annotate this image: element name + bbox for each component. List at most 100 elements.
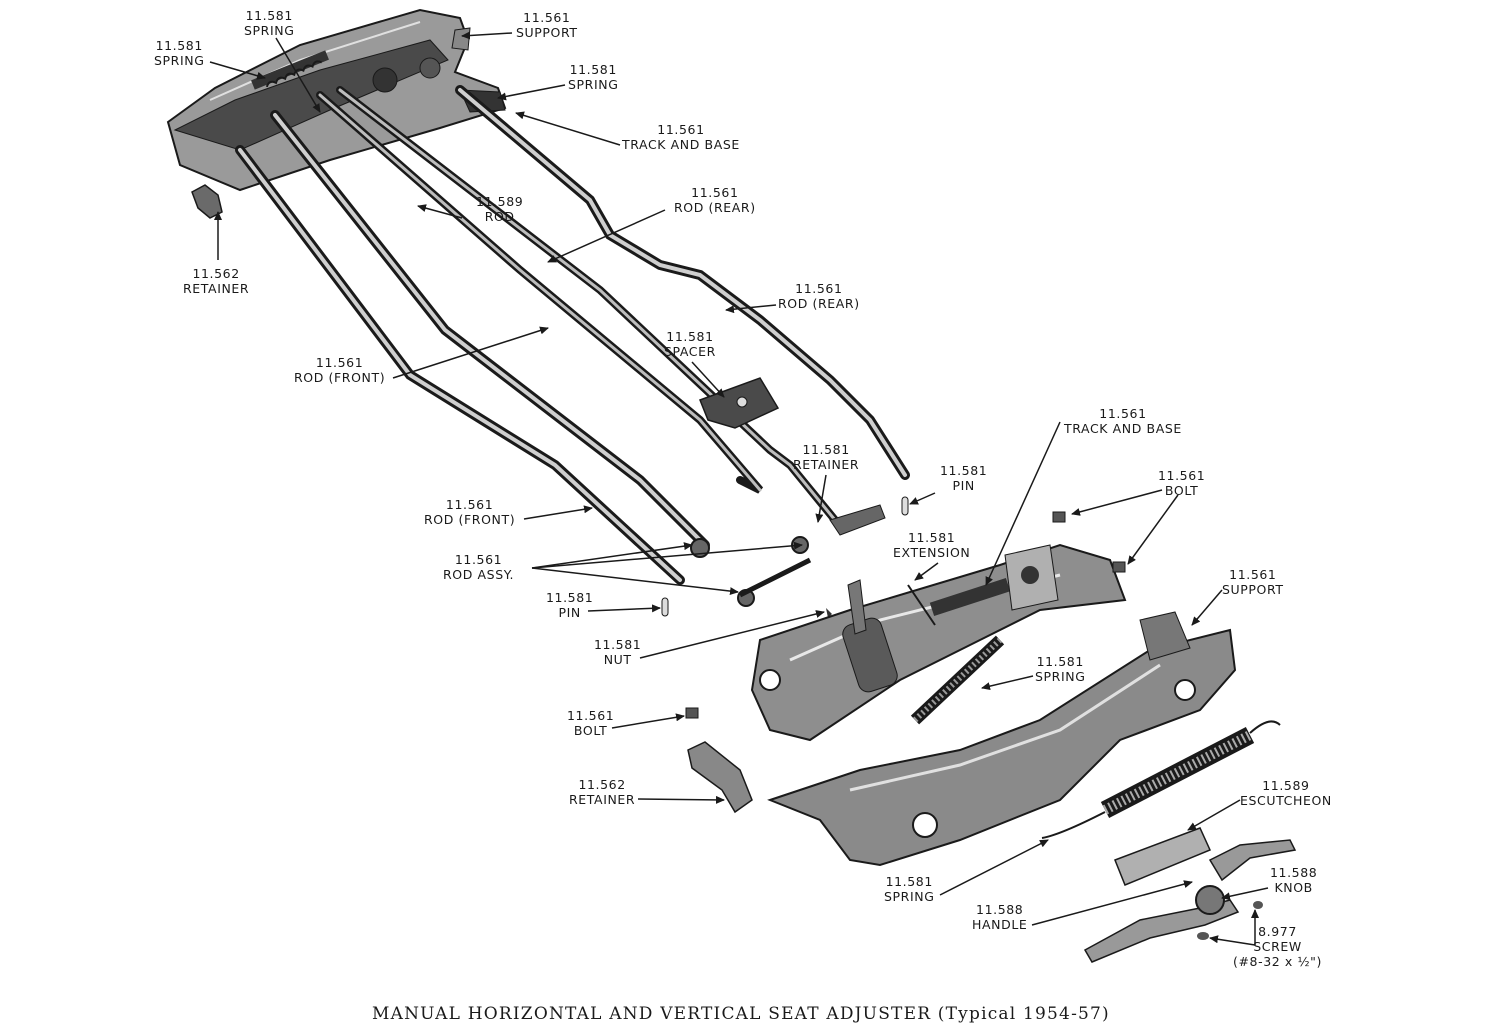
callout-rod-rear-b: 11.561 ROD (REAR)	[778, 281, 860, 311]
part-name: SPACER	[664, 344, 716, 359]
part-name: SPRING	[1035, 669, 1086, 684]
part-name: SCREW	[1253, 939, 1302, 954]
callout-rod-rear-a: 11.561 ROD (REAR)	[674, 185, 756, 215]
part-name: SPRING	[244, 23, 295, 38]
callout-track-base-bottom: 11.561 TRACK AND BASE	[1064, 406, 1182, 436]
part-name: PIN	[558, 605, 581, 620]
part-name: SPRING	[884, 889, 935, 904]
part-number: 11.581	[155, 38, 203, 53]
part-number: 11.561	[657, 122, 705, 137]
callout-retainer-top: 11.562 RETAINER	[183, 266, 249, 296]
part-number: 11.561	[1099, 406, 1147, 421]
part-name: ESCUTCHEON	[1240, 793, 1332, 808]
callout-rod-front-b: 11.561 ROD (FRONT)	[424, 497, 515, 527]
retainer-part-bottom	[687, 741, 753, 814]
part-number: 11.581	[802, 442, 850, 457]
part-number: 11.581	[940, 463, 988, 478]
part-number: 11.562	[578, 777, 626, 792]
part-number: 11.581	[546, 590, 594, 605]
callout-spring-mid: 11.581 SPRING	[1035, 654, 1085, 684]
part-name: ROD ASSY.	[443, 567, 515, 582]
part-name: ROD (REAR)	[674, 200, 756, 215]
rods	[235, 85, 910, 585]
page-number: 697	[0, 992, 2, 1021]
callout-pin-right: 11.581 PIN	[940, 463, 987, 493]
part-number: 11.588	[1270, 865, 1318, 880]
callout-pin-left: 11.581 PIN	[546, 590, 593, 620]
part-name: TRACK AND BASE	[1064, 421, 1182, 436]
callout-bolt-left: 11.561 BOLT	[567, 708, 614, 738]
screw-part-b	[1197, 932, 1209, 940]
part-name: PIN	[952, 478, 975, 493]
part-name: NUT	[603, 652, 632, 667]
part-name: RETAINER	[569, 792, 636, 807]
callout-rod-assy: 11.561 ROD ASSY.	[443, 552, 514, 582]
callout-spacer: 11.581 SPACER	[664, 329, 716, 359]
callout-spring-top-a: 11.581 SPRING	[244, 8, 294, 38]
leader-lines	[209, 31, 1269, 946]
escutcheon-part	[1114, 827, 1212, 886]
part-number: 11.589	[1262, 778, 1310, 793]
part-number: 11.581	[245, 8, 293, 23]
part-number: 11.561	[795, 281, 843, 296]
part-number: 11.561	[567, 708, 615, 723]
part-name: ROD	[484, 209, 515, 224]
part-name: SPRING	[154, 53, 205, 68]
callout-handle: 11.588 HANDLE	[972, 902, 1027, 932]
part-name: ROD (FRONT)	[294, 370, 386, 385]
screw-part-a	[1253, 901, 1263, 909]
retainer-part-top	[191, 184, 223, 219]
part-number: 11.561	[445, 497, 494, 512]
part-number: 11.561	[1229, 567, 1277, 582]
part-number: 11.561	[315, 355, 364, 370]
part-name: TRACK AND BASE	[622, 137, 740, 152]
part-number: 11.581	[594, 637, 642, 652]
callout-spring-bottom: 11.581 SPRING	[884, 874, 934, 904]
callout-support-top: 11.561 SUPPORT	[516, 10, 578, 40]
part-number: 11.581	[908, 530, 956, 545]
part-number: 11.588	[976, 902, 1024, 917]
part-name: RETAINER	[793, 457, 860, 472]
support-bottom-assembly	[767, 611, 1237, 867]
callout-nut: 11.581 NUT	[594, 637, 641, 667]
callout-retainer-bottom: 11.562 RETAINER	[569, 777, 635, 807]
part-name: EXTENSION	[893, 545, 971, 560]
part-number: 8.977	[1258, 924, 1297, 939]
part-spec: (#8-32 x ½")	[1233, 954, 1323, 969]
callout-rod-front-a: 11.561 ROD (FRONT)	[294, 355, 385, 385]
callout-support-bottom: 11.561 SUPPORT	[1222, 567, 1284, 597]
callout-extension: 11.581 EXTENSION	[893, 530, 970, 560]
callout-rod-589: 11.589 ROD	[476, 194, 523, 224]
callout-spring-top-b: 11.581 SPRING	[154, 38, 204, 68]
part-name: KNOB	[1274, 880, 1313, 895]
part-number: 11.561	[454, 552, 503, 567]
part-name: SUPPORT	[516, 25, 578, 40]
callout-spring-top-c: 11.581 SPRING	[568, 62, 618, 92]
lower-track-assembly	[750, 543, 1127, 742]
callout-screw: 8.977 SCREW (#8-32 x ½")	[1233, 924, 1322, 969]
part-name: HANDLE	[972, 917, 1028, 932]
part-number: 11.561	[523, 10, 571, 25]
figure-caption: MANUAL HORIZONTAL AND VERTICAL SEAT ADJU…	[372, 1004, 1110, 1024]
part-name: SPRING	[568, 77, 619, 92]
knob-part	[1195, 885, 1225, 915]
part-name: RETAINER	[183, 281, 250, 296]
handle-part	[1083, 899, 1240, 963]
part-number: 11.581	[666, 329, 714, 344]
callout-bolt-right: 11.561 BOLT	[1158, 468, 1205, 498]
callout-escutcheon: 11.589 ESCUTCHEON	[1240, 778, 1332, 808]
part-name: ROD (FRONT)	[424, 512, 516, 527]
part-number: 11.581	[569, 62, 617, 77]
part-name: BOLT	[1164, 483, 1199, 498]
part-number: 11.581	[885, 874, 933, 889]
part-number: 11.561	[691, 185, 739, 200]
callout-knob: 11.588 KNOB	[1270, 865, 1317, 895]
part-name: SUPPORT	[1222, 582, 1284, 597]
rod-assy-ends	[661, 496, 909, 618]
handle-part-upper	[1208, 839, 1297, 882]
part-name: ROD (REAR)	[778, 296, 860, 311]
callout-track-base-top: 11.561 TRACK AND BASE	[622, 122, 740, 152]
part-number: 11.581	[1036, 654, 1084, 669]
callout-retainer-581: 11.581 RETAINER	[793, 442, 859, 472]
